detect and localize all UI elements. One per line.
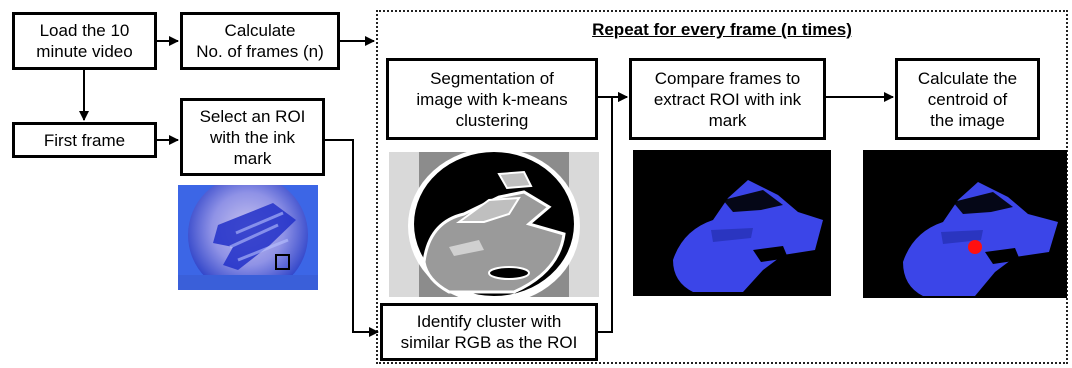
identify-cluster-step: Identify cluster with similar RGB as the… [380, 303, 598, 361]
first-frame-step: First frame [12, 122, 157, 158]
repeat-region-title: Repeat for every frame (n times) [592, 20, 852, 39]
centroid-dot [968, 240, 982, 254]
centroid-image [863, 150, 1067, 298]
arrow-roi-to-identify [325, 139, 379, 337]
endoscopic-frame-image [178, 185, 318, 290]
load-video-step: Load the 10 minute video [12, 12, 157, 70]
repeat-region: Repeat for every frame (n times) [376, 10, 1068, 364]
segmentation-step: Segmentation of image with k-means clust… [386, 58, 598, 140]
calculate-frames-step: Calculate No. of frames (n) [180, 12, 340, 70]
select-roi-step: Select an ROI with the ink mark [180, 98, 325, 176]
roi-marker [275, 254, 290, 270]
arrow-identify-to-compare [598, 92, 628, 333]
extracted-roi-image [633, 150, 831, 296]
segmentation-image [389, 152, 599, 297]
compare-frames-step: Compare frames to extract ROI with ink m… [629, 58, 826, 140]
centroid-step: Calculate the centroid of the image [895, 58, 1040, 140]
